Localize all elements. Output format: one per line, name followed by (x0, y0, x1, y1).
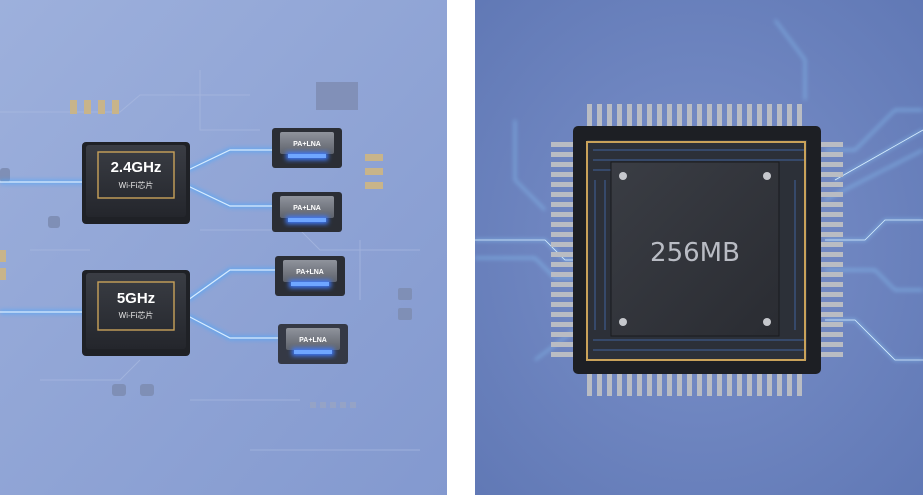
pa-lna-label: PA+LNA (293, 141, 321, 148)
pa-lna-label: PA+LNA (299, 337, 327, 344)
chip-5ghz-band-label: 5GHz (117, 290, 155, 307)
wifi-chip-5ghz: 5GHz Wi-Fi芯片 (82, 270, 190, 356)
pa-lna-module-1: PA+LNA (272, 128, 342, 168)
chip-24ghz-band-label: 2.4GHz (111, 159, 162, 176)
wifi-board-illustration: 2.4GHz Wi-Fi芯片 5GHz Wi-Fi芯片 PA+LNA PA+LN… (0, 0, 447, 495)
pa-lna-label: PA+LNA (296, 269, 324, 276)
chip-24ghz-sub-label: Wi-Fi芯片 (119, 180, 154, 190)
ic-package (316, 82, 358, 110)
chip-5ghz-sub-label: Wi-Fi芯片 (119, 310, 154, 320)
pa-lna-label: PA+LNA (293, 205, 321, 212)
die-mark-top-left (619, 172, 627, 180)
die-mark-top-right (763, 172, 771, 180)
die-mark-bottom-left (619, 318, 627, 326)
memory-chip-illustration: 256MB (475, 0, 923, 495)
memory-chip-image: 256MB (475, 0, 923, 495)
smd-components (0, 100, 383, 280)
pa-lna-module-4: PA+LNA (278, 324, 348, 364)
memory-capacity-label: 256MB (650, 238, 740, 268)
pa-lna-module-3: PA+LNA (275, 256, 345, 296)
memory-chip: 256MB (573, 126, 821, 374)
pa-lna-module-2: PA+LNA (272, 192, 342, 232)
wifi-chip-24ghz: 2.4GHz Wi-Fi芯片 (82, 142, 190, 224)
chip-pins (551, 104, 843, 396)
wifi-chip-board-image: 2.4GHz Wi-Fi芯片 5GHz Wi-Fi芯片 PA+LNA PA+LN… (0, 0, 447, 495)
die-mark-bottom-right (763, 318, 771, 326)
